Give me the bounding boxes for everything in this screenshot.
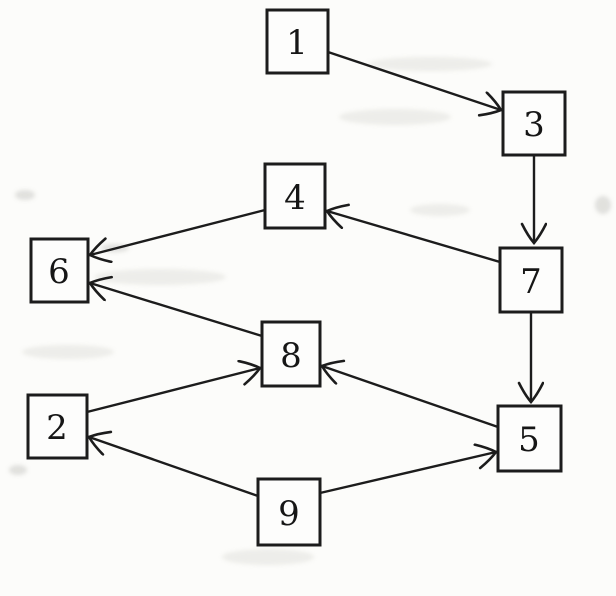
edge-2-8 bbox=[85, 368, 260, 414]
node-5-box bbox=[496, 404, 563, 473]
node-8-box bbox=[260, 320, 322, 388]
edge-9-2 bbox=[89, 437, 260, 498]
node-2: 2 bbox=[26, 393, 89, 460]
node-3-label: 3 bbox=[523, 105, 545, 145]
node-3-box bbox=[501, 90, 567, 157]
node-7-label: 7 bbox=[520, 262, 542, 302]
node-3: 3 bbox=[501, 90, 567, 157]
scan-artifacts bbox=[9, 57, 611, 565]
node-6-label: 6 bbox=[48, 252, 70, 292]
nodes: 1 3 4 6 7 8 2 bbox=[26, 8, 567, 547]
edge-5-8 bbox=[322, 366, 500, 429]
node-4: 4 bbox=[263, 162, 327, 230]
node-6-box bbox=[29, 237, 90, 304]
node-5: 5 bbox=[496, 404, 563, 473]
node-9-box bbox=[256, 477, 322, 547]
node-7: 7 bbox=[498, 246, 564, 314]
edge-7-4 bbox=[327, 211, 502, 264]
node-1-box bbox=[265, 8, 330, 75]
node-2-box bbox=[26, 393, 89, 460]
node-4-label: 4 bbox=[284, 178, 306, 218]
node-4-box bbox=[263, 162, 327, 230]
node-6: 6 bbox=[29, 237, 90, 304]
node-7-box bbox=[498, 246, 564, 314]
edge-9-5 bbox=[318, 452, 496, 495]
edge-8-6 bbox=[90, 283, 264, 338]
node-1: 1 bbox=[265, 8, 330, 75]
node-9-label: 9 bbox=[278, 494, 300, 534]
edge-4-6 bbox=[90, 208, 267, 255]
node-5-label: 5 bbox=[518, 420, 540, 460]
node-8: 8 bbox=[260, 320, 322, 388]
edges bbox=[85, 50, 534, 498]
edge-1-3 bbox=[326, 50, 501, 110]
node-9: 9 bbox=[256, 477, 322, 547]
node-1-label: 1 bbox=[286, 23, 308, 63]
node-8-label: 8 bbox=[280, 336, 302, 376]
node-2-label: 2 bbox=[46, 408, 68, 448]
